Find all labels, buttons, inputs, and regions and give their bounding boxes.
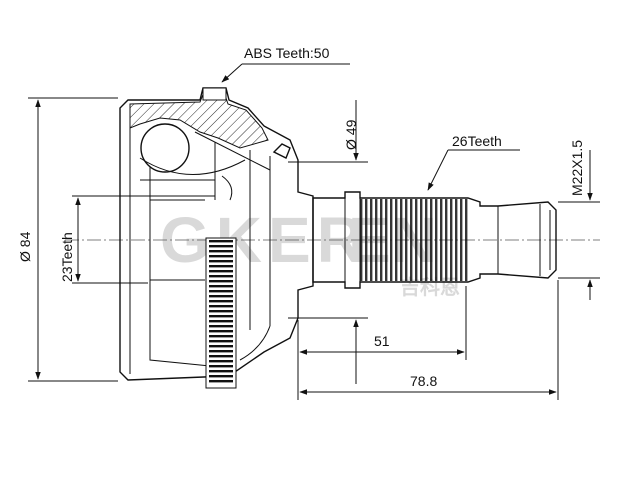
ball-bearing	[140, 123, 190, 173]
abs-ring	[205, 237, 237, 389]
dim-thread: M22X1.5	[569, 140, 585, 196]
dimensions: Ø 84 23Teeth ABS Teeth:50 Ø 49 26Teeth M…	[17, 45, 600, 400]
dim-abs-teeth: ABS Teeth:50	[244, 45, 330, 61]
dim-inner-teeth: 23Teeth	[59, 232, 75, 282]
bell-housing	[119, 87, 314, 381]
stub-shaft	[312, 191, 557, 289]
dim-shaft-diameter: Ø 49	[343, 119, 359, 150]
dim-total-length: 78.8	[410, 373, 437, 389]
dim-outer-teeth: 26Teeth	[452, 133, 502, 149]
dim-outer-diameter: Ø 84	[17, 231, 33, 262]
dim-spline-length: 51	[374, 333, 390, 349]
